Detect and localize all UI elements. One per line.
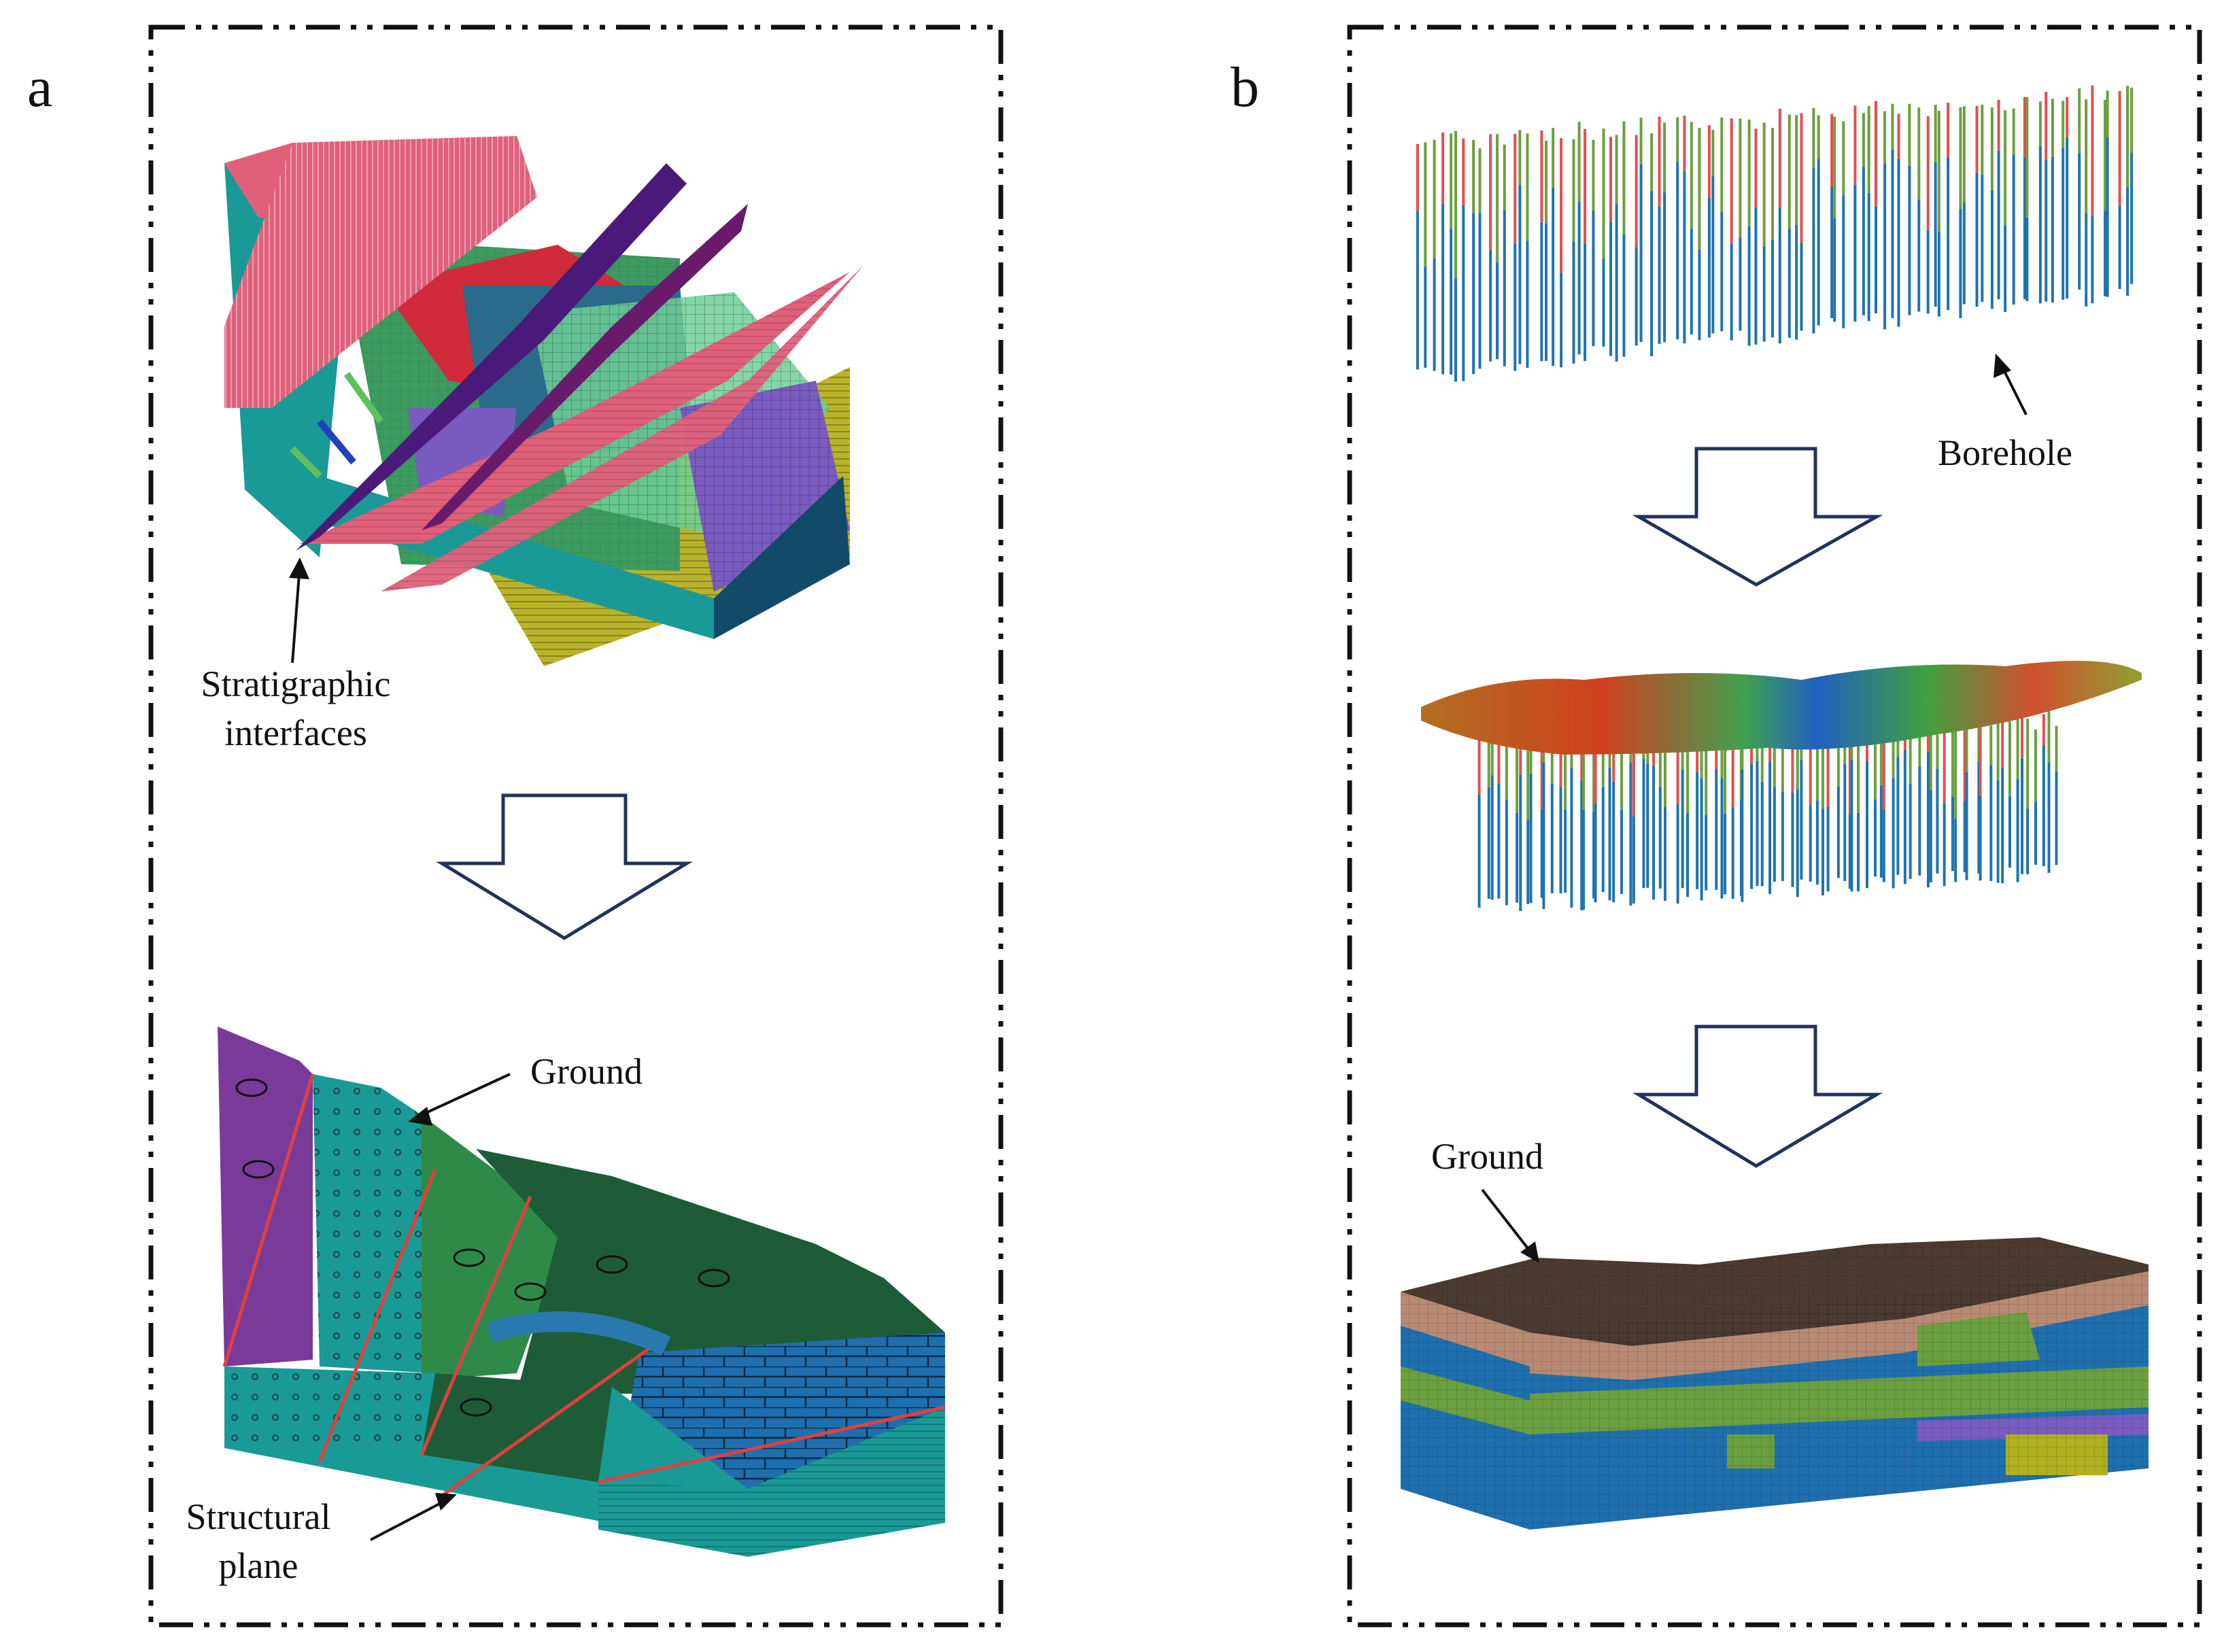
ground-pointer-arrow-a	[408, 1073, 511, 1126]
ground-label-a: Ground	[530, 1051, 643, 1092]
stratigraphic-interfaces-model	[224, 136, 863, 666]
stratigraphic-pointer-arrow	[289, 557, 309, 664]
stratigraphic-label-line1: Stratigraphic	[201, 664, 391, 704]
ground-label-b: Ground	[1431, 1136, 1543, 1177]
structural-label-line1: Structural	[186, 1496, 331, 1537]
frame-panel-a	[148, 24, 1004, 1628]
borehole-array-top	[1416, 85, 2134, 382]
down-arrow-b1	[1632, 447, 1883, 587]
down-arrow-a	[436, 793, 693, 940]
panel-a-letter: a	[27, 56, 53, 119]
panel-b-letter: b	[1231, 56, 1259, 119]
borehole-label: Borehole	[1938, 432, 2072, 473]
frame-panel-b	[1347, 24, 2202, 1628]
stratigraphic-label-line2: interfaces	[224, 712, 367, 753]
structural-plane-pointer-arrow	[370, 1493, 457, 1541]
down-arrow-b2	[1632, 1025, 1883, 1168]
stratigraphic-interfaces-label: Stratigraphic interfaces	[156, 659, 435, 757]
interpolated-ground-surface	[1421, 661, 2142, 755]
ground-pointer-arrow-b	[1481, 1188, 1539, 1263]
structural-label-line2: plane	[218, 1545, 298, 1586]
structural-plane-label: Structural plane	[156, 1492, 360, 1590]
borehole-pointer-arrow	[1994, 354, 2028, 415]
voxel-geology-block	[1401, 1237, 2149, 1530]
geological-block-model	[218, 1027, 946, 1557]
